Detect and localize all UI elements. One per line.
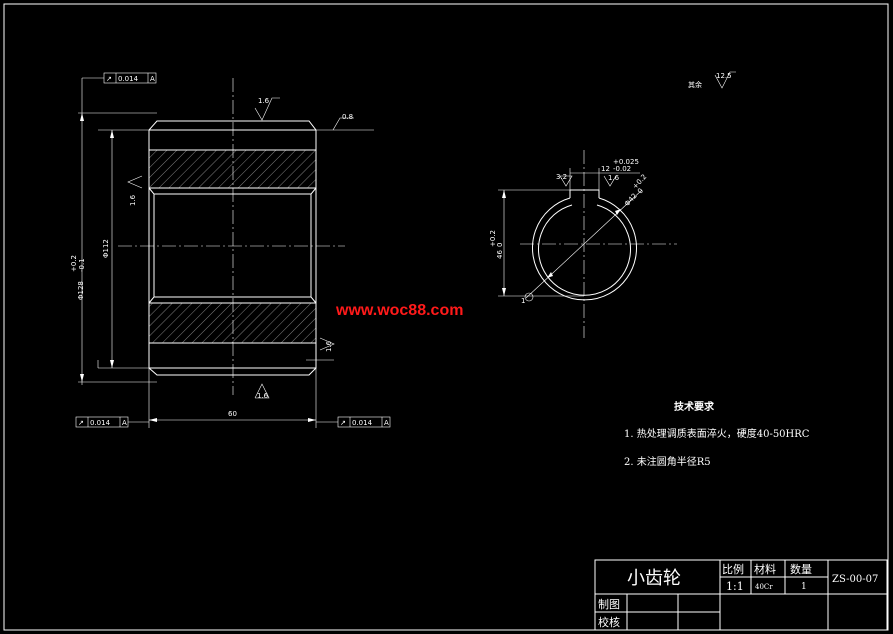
upper-hatch — [149, 150, 316, 188]
svg-text:0: 0 — [496, 243, 504, 247]
general-roughness: 其余 12.5 — [688, 71, 736, 89]
scale-label: 比例 — [722, 562, 744, 576]
material-label: 材料 — [754, 562, 776, 576]
svg-text:-0.1: -0.1 — [78, 258, 86, 272]
svg-text:A: A — [122, 419, 127, 427]
roughness-mark-right — [332, 117, 354, 131]
bore-diameter-dim: Φ42 +0.2 0 — [623, 173, 648, 208]
sheet-border — [3, 3, 889, 631]
gear-section-view — [78, 77, 374, 428]
scale-value: 1:1 — [726, 580, 744, 593]
roughness-bottom-label: 1.6 — [257, 392, 269, 400]
bore-circle-outer — [532, 197, 637, 301]
svg-text:12.5: 12.5 — [716, 72, 732, 80]
watermark: www.woc88.com — [335, 302, 463, 319]
tolerance-frame-top: ↗ 0.014 A — [103, 72, 157, 84]
svg-text:↗: ↗ — [106, 75, 112, 83]
svg-text:A: A — [384, 419, 389, 427]
svg-text:0: 0 — [636, 187, 645, 196]
keyway-width-dim: 12 +0.025 -0.02 — [601, 158, 639, 173]
roughness-bore-label: 1.6 — [129, 194, 137, 206]
roughness-mark-top — [254, 97, 280, 121]
material-value: 40Cr — [755, 583, 773, 591]
keyway-roughness-left: 3.2 — [556, 173, 567, 181]
svg-text:0.014: 0.014 — [90, 419, 111, 427]
roughness-mark-bottom — [254, 383, 270, 399]
notes-title: 技术要求 — [674, 400, 715, 413]
svg-text:+0.025: +0.025 — [613, 158, 639, 166]
svg-text:Φ42: Φ42 — [623, 192, 639, 208]
drawn-label: 制图 — [598, 598, 620, 611]
bore-circle-inner — [538, 204, 631, 296]
title-block — [594, 559, 888, 631]
tolerance-frame-bottom-left: ↗ 0.014 A — [75, 416, 149, 428]
svg-text:A: A — [150, 75, 155, 83]
keyway-depth-dim: 46 +0.2 0 — [489, 230, 504, 259]
svg-text:Φ128: Φ128 — [77, 281, 85, 300]
svg-text:46: 46 — [496, 250, 504, 259]
roughness-right-label: 0.8 — [342, 113, 353, 121]
roughness-mark-lower-right — [319, 337, 335, 351]
svg-text:-0.02: -0.02 — [613, 165, 631, 173]
tolerance-frame-bottom-right: ↗ 0.014 A — [316, 416, 391, 428]
roughness-mark-bore — [127, 175, 143, 189]
qty-label: 数量 — [790, 563, 812, 576]
width-dim: 60 — [228, 410, 237, 418]
keyway-roughness-right: 1.6 — [608, 174, 620, 182]
drawing-number: ZS-00-07 — [832, 574, 878, 585]
svg-text:+0.2: +0.2 — [489, 230, 497, 247]
roughness-lower-right-label: 1.6 — [325, 340, 333, 352]
inner-diameter-dim: Φ112 — [102, 239, 110, 258]
part-name: 小齿轮 — [627, 568, 681, 589]
svg-text:0.014: 0.014 — [118, 75, 139, 83]
bore-side-view — [498, 150, 677, 338]
keyway — [569, 189, 600, 198]
note-1: 1. 热处理调质表面淬火，硬度40-50HRC — [624, 427, 810, 440]
svg-text:其余: 其余 — [688, 80, 702, 89]
qty-value: 1 — [801, 582, 807, 592]
svg-text:↗: ↗ — [78, 419, 84, 427]
svg-text:0.014: 0.014 — [352, 419, 373, 427]
lower-hatch — [149, 303, 316, 343]
roughness-top-label: 1.6 — [258, 97, 270, 105]
checked-label: 校核 — [598, 615, 620, 629]
outer-diameter-dim: Φ128 +0.2 -0.1 — [70, 255, 86, 300]
chamfer-label: 1 — [521, 297, 525, 305]
note-2: 2. 未注圆角半径R5 — [624, 455, 711, 468]
svg-text:12: 12 — [601, 165, 610, 173]
svg-text:↗: ↗ — [340, 419, 346, 427]
svg-text:+0.2: +0.2 — [70, 255, 78, 272]
